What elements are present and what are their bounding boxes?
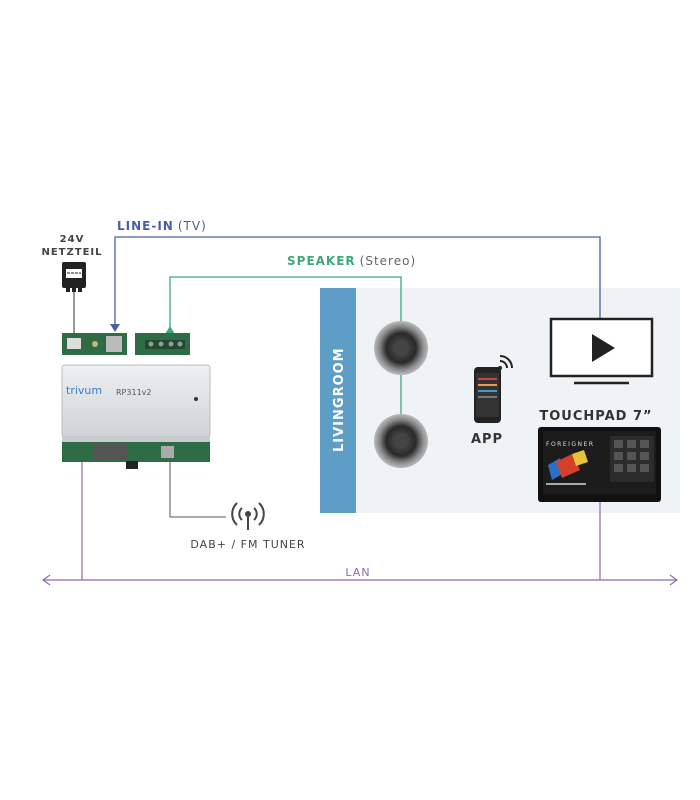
line-in-connection	[110, 236, 601, 332]
speaker-connection	[165, 276, 402, 414]
speaker-label: SPEAKER(Stereo)	[287, 254, 416, 268]
smartphone-icon	[474, 367, 501, 423]
psu-label-line1: 24V	[60, 234, 85, 245]
antenna-icon	[231, 502, 265, 530]
tuner-label: DAB+ / FM TUNER	[190, 538, 305, 551]
line-in-label: LINE-IN(TV)	[117, 219, 207, 233]
lan-connection	[41, 462, 679, 586]
speaker-icon-right	[374, 414, 428, 468]
lan-label: LAN	[345, 566, 370, 579]
speaker-icon-left	[374, 321, 428, 375]
psu-label-line2: NETZTEIL	[41, 247, 102, 258]
power-supply-icon	[62, 262, 86, 292]
device-model: RP311v2	[116, 388, 151, 397]
touchpad-screen-artist: FOREIGNER	[546, 441, 595, 448]
device-brand: trivum	[66, 384, 102, 397]
tv-play-icon	[549, 317, 654, 385]
room-label: LIVINGROOM	[332, 347, 347, 452]
touchpad-label: TOUCHPAD 7”	[539, 409, 652, 424]
wifi-signal-icon	[498, 355, 513, 370]
tuner-connection	[169, 460, 226, 518]
tablet-icon: FOREIGNER	[538, 427, 661, 502]
trivum-device: trivum RP311v2	[61, 333, 211, 469]
app-label: APP	[471, 432, 503, 447]
